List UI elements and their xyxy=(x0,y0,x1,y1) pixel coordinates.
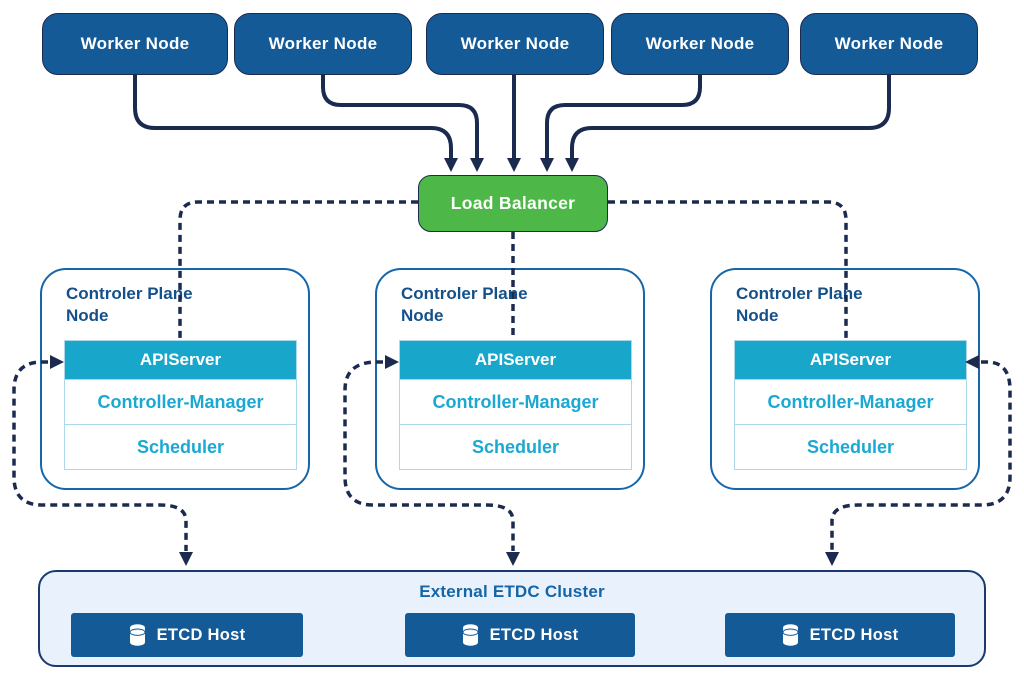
controller-plane-title: Controler Plane Node xyxy=(401,284,528,326)
scheduler-row: Scheduler xyxy=(400,424,631,469)
controller-components-table: APIServer Controller-Manager Scheduler xyxy=(64,340,297,470)
worker-node-4: Worker Node xyxy=(611,13,789,75)
worker-node-label: Worker Node xyxy=(80,34,190,53)
worker-to-lb-arrows xyxy=(133,75,891,172)
etcd-host-2: ETCD Host xyxy=(405,613,635,657)
controller-plane-node-3: Controler Plane Node APIServer Controlle… xyxy=(710,268,980,490)
worker-node-3: Worker Node xyxy=(426,13,604,75)
scheduler-row: Scheduler xyxy=(735,424,966,469)
controller-plane-node-1: Controler Plane Node APIServer Controlle… xyxy=(40,268,310,490)
etcd-host-label: ETCD Host xyxy=(489,625,579,644)
controller-manager-row: Controller-Manager xyxy=(65,379,296,424)
database-icon xyxy=(129,624,146,646)
controller-components-table: APIServer Controller-Manager Scheduler xyxy=(734,340,967,470)
apiserver-row: APIServer xyxy=(65,341,296,379)
etcd-host-label: ETCD Host xyxy=(156,625,246,644)
apiserver-row: APIServer xyxy=(735,341,966,379)
etcd-host-label: ETCD Host xyxy=(809,625,899,644)
database-icon xyxy=(462,624,479,646)
worker-node-label: Worker Node xyxy=(645,34,755,53)
worker-node-1: Worker Node xyxy=(42,13,228,75)
etcd-cluster-title: External ETDC Cluster xyxy=(419,582,605,601)
worker-node-5: Worker Node xyxy=(800,13,978,75)
controller-plane-node-2: Controler Plane Node APIServer Controlle… xyxy=(375,268,645,490)
worker-node-label: Worker Node xyxy=(834,34,944,53)
external-etcd-cluster: External ETDC Cluster ETCD Host ETCD Hos… xyxy=(38,570,986,667)
etcd-host-3: ETCD Host xyxy=(725,613,955,657)
controller-plane-title: Controler Plane Node xyxy=(66,284,193,326)
worker-node-2: Worker Node xyxy=(234,13,412,75)
controller-manager-row: Controller-Manager xyxy=(735,379,966,424)
worker-node-label: Worker Node xyxy=(268,34,378,53)
worker-node-label: Worker Node xyxy=(460,34,570,53)
load-balancer-label: Load Balancer xyxy=(450,193,576,213)
scheduler-row: Scheduler xyxy=(65,424,296,469)
controller-components-table: APIServer Controller-Manager Scheduler xyxy=(399,340,632,470)
apiserver-row: APIServer xyxy=(400,341,631,379)
controller-plane-title: Controler Plane Node xyxy=(736,284,863,326)
database-icon xyxy=(782,624,799,646)
controller-manager-row: Controller-Manager xyxy=(400,379,631,424)
load-balancer: Load Balancer xyxy=(418,175,608,232)
etcd-host-1: ETCD Host xyxy=(71,613,303,657)
